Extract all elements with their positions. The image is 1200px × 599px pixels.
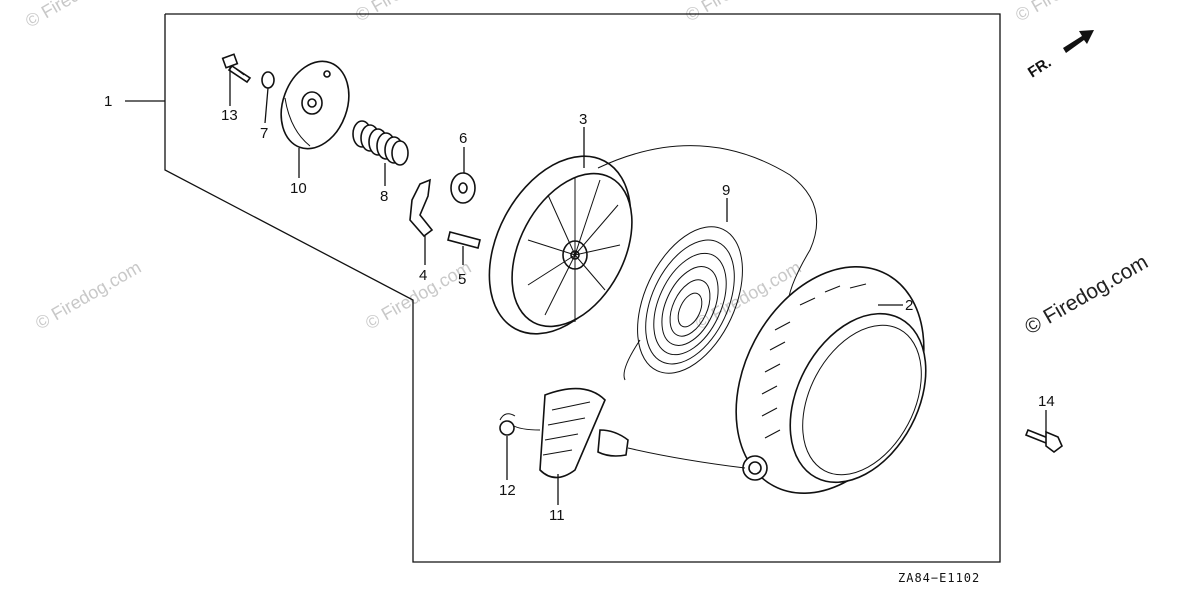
washer-7 bbox=[261, 71, 275, 89]
watermark-faint: © Firedog.com bbox=[1012, 0, 1124, 25]
starter-case-2 bbox=[735, 265, 927, 495]
friction-plate-10 bbox=[280, 60, 350, 150]
front-label: FR. bbox=[1025, 54, 1055, 81]
watermark-faint: © Firedog.com bbox=[352, 0, 464, 25]
callout-2: 2 bbox=[905, 297, 913, 314]
callout-14: 14 bbox=[1038, 393, 1055, 410]
callout-4: 4 bbox=[419, 267, 427, 284]
rope-knot-12 bbox=[499, 413, 516, 436]
callout-10: 10 bbox=[290, 180, 307, 197]
callout-6: 6 bbox=[459, 130, 467, 147]
bolt-14 bbox=[1024, 428, 1063, 453]
watermark-faint: © Firedog.com bbox=[32, 257, 144, 333]
callout-13: 13 bbox=[221, 107, 238, 124]
reel-3 bbox=[488, 155, 633, 335]
callout-12: 12 bbox=[499, 482, 516, 499]
front-direction-indicator: FR. bbox=[1025, 30, 1094, 81]
callout-1: 1 bbox=[104, 93, 112, 110]
bolt-13 bbox=[221, 53, 252, 84]
callout-3: 3 bbox=[579, 111, 587, 128]
callout-7: 7 bbox=[260, 125, 268, 142]
spring-8 bbox=[352, 120, 409, 166]
callout-8: 8 bbox=[380, 188, 388, 205]
leader-lines bbox=[125, 66, 1047, 505]
starter-grip-11 bbox=[511, 387, 746, 479]
callout-11: 11 bbox=[549, 507, 565, 524]
starter-rope bbox=[597, 145, 818, 321]
callouts: 1 2 3 4 5 6 7 8 9 10 11 12 13 14 bbox=[104, 93, 1055, 524]
pin-5 bbox=[447, 231, 481, 249]
watermark-faint: © Firedog.com bbox=[682, 0, 794, 25]
watermark-main: © Firedog.com bbox=[1021, 250, 1152, 339]
recoil-spring-9 bbox=[623, 226, 743, 381]
callout-9: 9 bbox=[722, 182, 730, 199]
ratchet-4 bbox=[409, 178, 434, 238]
front-arrow-icon bbox=[1063, 30, 1094, 53]
washer-6 bbox=[450, 172, 476, 204]
assembly-frame bbox=[164, 13, 1001, 563]
watermark-faint: © Firedog.com bbox=[22, 0, 134, 31]
diagram-code: ZA84−E1102 bbox=[898, 571, 980, 585]
callout-5: 5 bbox=[458, 271, 466, 288]
